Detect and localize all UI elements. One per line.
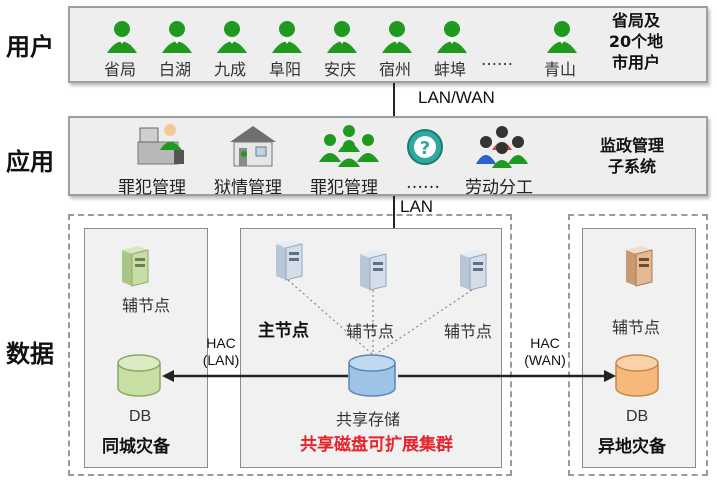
shared-disk-cluster-title: 共享磁盘可扩展集群 xyxy=(300,435,453,455)
user-icon xyxy=(382,21,412,53)
remote-dr-title: 异地灾备 xyxy=(598,437,666,457)
shared-storage-label: 共享存储 xyxy=(336,410,401,429)
lan-label: LAN xyxy=(400,197,434,216)
prison-situation-house-icon xyxy=(230,126,276,167)
app-side-title-line1: 监政管理 xyxy=(599,136,664,155)
remote-aux-node-label: 辅节点 xyxy=(612,318,661,337)
hac-wan-label: HAC (WAN) xyxy=(514,335,576,369)
connector-user-app xyxy=(393,83,395,117)
primary-cluster-dashed-frame xyxy=(68,214,512,476)
app-name-labor-division: 劳动分工 xyxy=(465,178,533,198)
layer-label-user: 用户 xyxy=(6,33,54,61)
user-name-label: 阜阳 xyxy=(269,60,302,79)
right-aux-node-label: 辅节点 xyxy=(444,322,493,341)
left-db-cylinder-icon xyxy=(117,354,161,397)
main-node-label: 主节点 xyxy=(258,321,309,341)
app-name-prisoner-management: 罪犯管理 xyxy=(118,178,186,198)
remote-db-cylinder-icon xyxy=(615,354,659,397)
remote-db-label: DB xyxy=(626,408,649,425)
left-db-label: DB xyxy=(129,408,152,425)
user-name-label: 省局 xyxy=(104,60,137,79)
replication-arrow xyxy=(162,370,616,382)
hac-lan-label: HAC (LAN) xyxy=(192,335,250,369)
hac-wan-line2: (WAN) xyxy=(524,352,566,368)
user-name-label: 蚌埠 xyxy=(434,60,467,79)
app-name-prison-situation: 狱情管理 xyxy=(214,178,282,198)
main-node-server-icon xyxy=(276,240,303,281)
user-side-title-line2: 20个地 xyxy=(608,32,664,51)
center-aux-server-icon xyxy=(360,250,387,291)
hac-lan-line1: HAC xyxy=(206,335,236,351)
center-aux-node-label: 辅节点 xyxy=(346,322,395,341)
layer-label-data: 数据 xyxy=(6,340,54,368)
svg-text:?: ? xyxy=(420,138,430,159)
user-icon xyxy=(327,21,357,53)
labor-division-team-icon xyxy=(476,126,528,168)
prisoner-management-desk-icon xyxy=(137,124,184,165)
lan-wan-label: LAN/WAN xyxy=(418,88,495,107)
user-name-label: 安庆 xyxy=(324,60,357,79)
connector-app-data xyxy=(393,196,395,228)
user-name-label: 九成 xyxy=(214,60,247,79)
app-name-prisoner-management-2: 罪犯管理 xyxy=(310,178,378,198)
app-side-title-line2: 子系统 xyxy=(607,157,656,176)
user-name-label: …… xyxy=(481,50,513,69)
user-name-label: 青山 xyxy=(544,60,577,79)
app-name-ellipsis: …… xyxy=(406,173,440,193)
same-city-dr-title: 同城灾备 xyxy=(102,437,170,457)
remote-aux-server-icon xyxy=(626,246,653,287)
remote-dr-dashed-frame xyxy=(568,214,708,476)
shared-storage-db-icon xyxy=(348,354,396,397)
left-aux-server-icon xyxy=(122,246,149,287)
user-icon xyxy=(217,21,247,53)
cluster-links xyxy=(287,279,473,355)
hac-wan-line1: HAC xyxy=(530,335,560,351)
user-side-title: 省局及 20个地 市用户 xyxy=(588,10,684,73)
layer-label-app: 应用 xyxy=(6,148,54,176)
user-icon xyxy=(272,21,302,53)
user-icon xyxy=(162,21,192,53)
user-side-title-line3: 市用户 xyxy=(611,53,660,72)
app-side-title: 监政管理 子系统 xyxy=(578,135,686,177)
left-aux-node-label: 辅节点 xyxy=(122,296,171,315)
user-name-label: 宿州 xyxy=(379,60,412,79)
user-side-title-line1: 省局及 xyxy=(611,11,660,30)
hac-lan-line2: (LAN) xyxy=(202,352,240,368)
prisoner-management-group-icon xyxy=(319,125,379,167)
question-icon: ? xyxy=(407,129,443,165)
user-name-label: 白湖 xyxy=(159,60,192,79)
user-icon xyxy=(107,21,137,53)
user-icon xyxy=(547,21,577,53)
right-aux-server-icon xyxy=(460,250,487,291)
user-icon xyxy=(437,21,467,53)
